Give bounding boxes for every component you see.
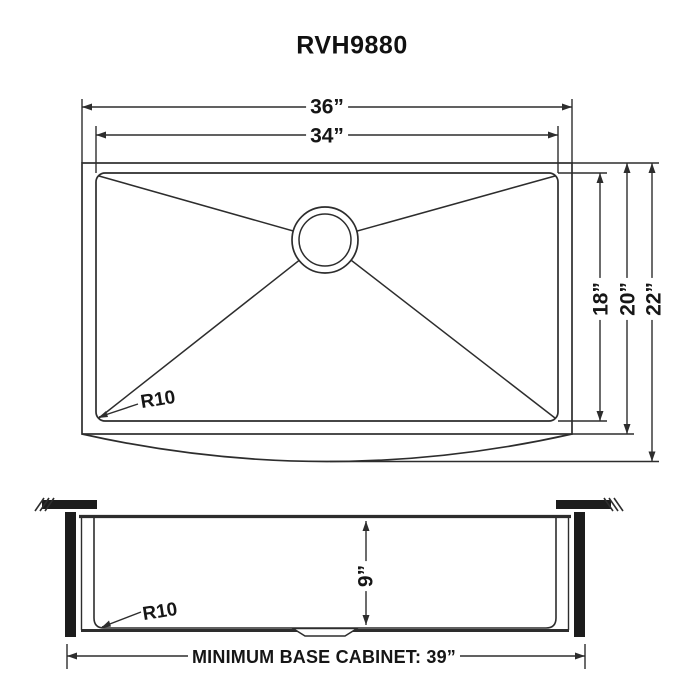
dim-inner-depth: 18” — [589, 278, 613, 320]
dim-inner-width: 34” — [306, 124, 348, 148]
sink-rim-outline — [81, 162, 573, 463]
drain-outer-circle — [291, 206, 359, 274]
front-view-drawing — [34, 497, 624, 669]
dim-bowl-depth: 9” — [354, 560, 378, 592]
corner-radius-label-front: R10 — [141, 598, 179, 626]
model-title: RVH9880 — [296, 31, 408, 60]
bowl-slope-lines — [98, 175, 556, 419]
dimension-arrows — [82, 103, 656, 462]
break-hatch-right — [603, 497, 624, 512]
base-cabinet-note: MINIMUM BASE CABINET: 39” — [187, 647, 461, 667]
cabinet-walls — [65, 512, 585, 637]
corner-radius-label-top: R10 — [139, 386, 177, 414]
dim-outer-depth: 20” — [616, 278, 640, 320]
drain-inner-circle — [298, 213, 352, 267]
drain-fitting — [290, 627, 360, 637]
bowl-outline — [95, 172, 559, 422]
apron-front-curve — [81, 433, 573, 463]
dim-overall-depth: 22” — [642, 278, 666, 320]
countertop-sections — [42, 500, 611, 509]
break-hatch-left — [34, 497, 55, 512]
dim-outer-width: 36” — [306, 95, 348, 119]
